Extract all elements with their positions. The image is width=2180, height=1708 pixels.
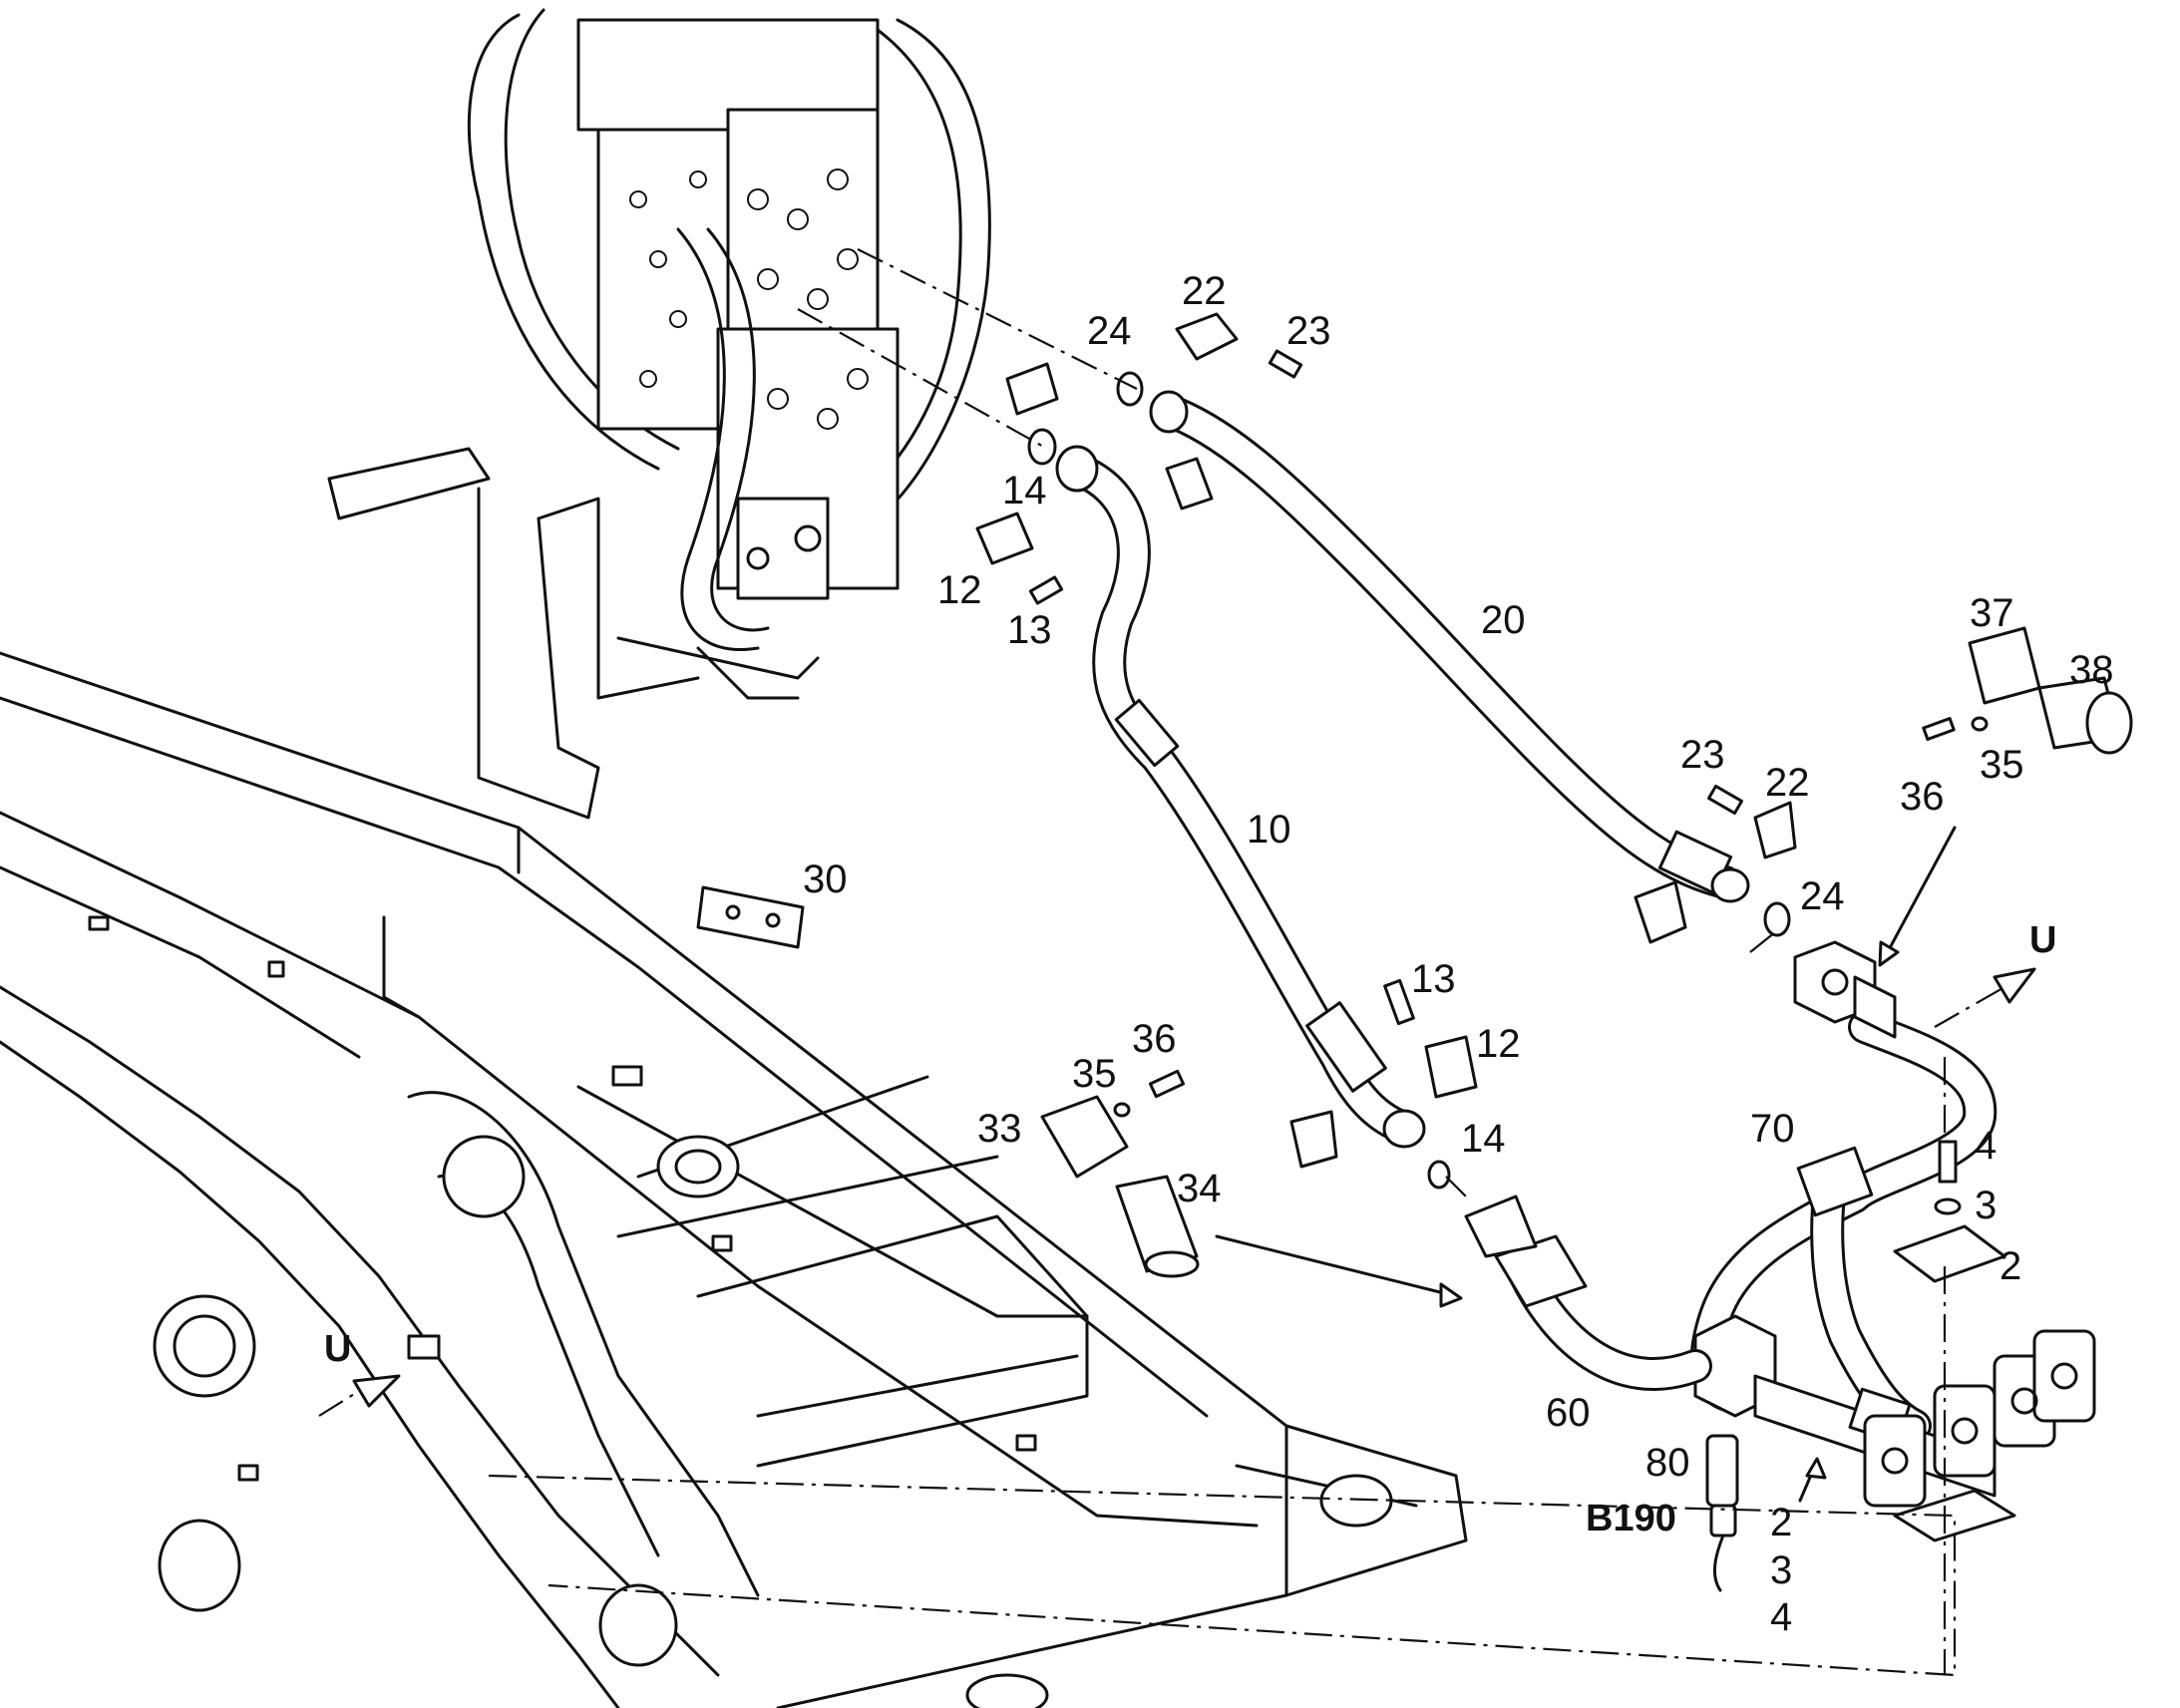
callout-35a: 35: [1980, 743, 2024, 787]
callout-22a: 22: [1182, 269, 1227, 313]
callout-35b: 35: [1072, 1052, 1117, 1096]
callout-u-left: U: [324, 1328, 351, 1370]
tube-assembly-70: [1689, 1010, 2096, 1542]
direction-arrow-u-right: [1993, 967, 2036, 1004]
assembly-lines: [488, 248, 1957, 1677]
washer-35b: [1113, 1102, 1131, 1118]
bolt-23a: [1268, 349, 1303, 379]
plate-30: [696, 885, 805, 949]
callout-24a: 24: [1087, 309, 1132, 353]
bolt-13a: [1028, 575, 1064, 605]
direction-arrow-u-left: [352, 1374, 401, 1408]
callout-14b: 14: [1461, 1117, 1506, 1161]
callout-13a: 13: [1007, 608, 1052, 652]
callout-23b: 23: [1680, 733, 1725, 777]
control-valve-assembly: [327, 8, 991, 820]
flange-half-12a: [1005, 362, 1059, 416]
o-ring-24b: [1763, 901, 1791, 937]
callout-23a: 23: [1286, 309, 1331, 353]
callout-22b: 22: [1765, 761, 1810, 805]
clamp-37: [1968, 626, 2041, 705]
chassis-frame: [0, 651, 1468, 1708]
callout-34: 34: [1177, 1167, 1222, 1210]
callout-37: 37: [1970, 591, 2014, 635]
callout-24b: 24: [1800, 874, 1845, 918]
hose-20: [1149, 390, 1750, 903]
callouts: 24 22 23 14 12 13 20 37 38 36 35 23 22 2…: [324, 269, 2114, 1639]
flange-half-22c: [1165, 457, 1214, 511]
flange-half-12b: [1424, 1035, 1478, 1099]
bolt-13b: [1383, 978, 1415, 1026]
callout-70: 70: [1750, 1107, 1795, 1151]
callout-2a: 2: [1999, 1244, 2021, 1288]
bolt-36b: [1148, 1069, 1186, 1099]
callout-38: 38: [2069, 648, 2114, 692]
callout-13b: 13: [1411, 957, 1456, 1001]
flange-half-22b: [1753, 801, 1797, 859]
callout-36a: 36: [1900, 775, 1945, 819]
callout-20: 20: [1481, 598, 1526, 642]
flange-half-22d: [1634, 880, 1687, 944]
callout-60: 60: [1546, 1391, 1591, 1435]
leader-arrows: [318, 826, 2036, 1503]
callout-4a: 4: [1975, 1124, 1997, 1168]
flange-half-12c: [975, 512, 1034, 565]
flange-half-12d: [1289, 1110, 1338, 1169]
bolt-23b: [1707, 784, 1743, 816]
loose-parts: [696, 312, 2133, 1592]
sleeve-34: [1115, 1175, 1199, 1273]
callout-36b: 36: [1132, 1017, 1177, 1061]
washer-35a: [1971, 716, 1989, 732]
callout-80: 80: [1645, 1441, 1690, 1485]
o-ring-14a: [1027, 428, 1057, 466]
o-ring-24a: [1116, 371, 1144, 407]
hose-10: [1055, 445, 1426, 1149]
hose-60: [1464, 1195, 1712, 1391]
callout-b190: B190: [1586, 1498, 1676, 1539]
callout-3b: 3: [1770, 1548, 1792, 1592]
swivel-fitting-top: [1793, 940, 1897, 1039]
callout-33: 33: [977, 1107, 1022, 1151]
callout-2b: 2: [1770, 1501, 1792, 1544]
callout-12a: 12: [937, 568, 982, 612]
sleeve-34-end: [1144, 1250, 1200, 1278]
bolt-36a: [1922, 717, 1956, 741]
flange-half-22a: [1175, 312, 1239, 361]
callout-30: 30: [803, 857, 848, 901]
callout-10: 10: [1247, 808, 1291, 852]
o-ring-14b: [1427, 1160, 1451, 1190]
callout-14a: 14: [1002, 469, 1047, 512]
callout-4b: 4: [1770, 1595, 1792, 1639]
sleeve-38-end: [2085, 691, 2133, 755]
clamp-33: [1040, 1095, 1129, 1179]
callout-12b: 12: [1476, 1022, 1521, 1066]
callout-u-right: U: [2029, 919, 2056, 961]
pressure-sensor-80: [1705, 1434, 1739, 1508]
callout-3a: 3: [1975, 1184, 1997, 1227]
